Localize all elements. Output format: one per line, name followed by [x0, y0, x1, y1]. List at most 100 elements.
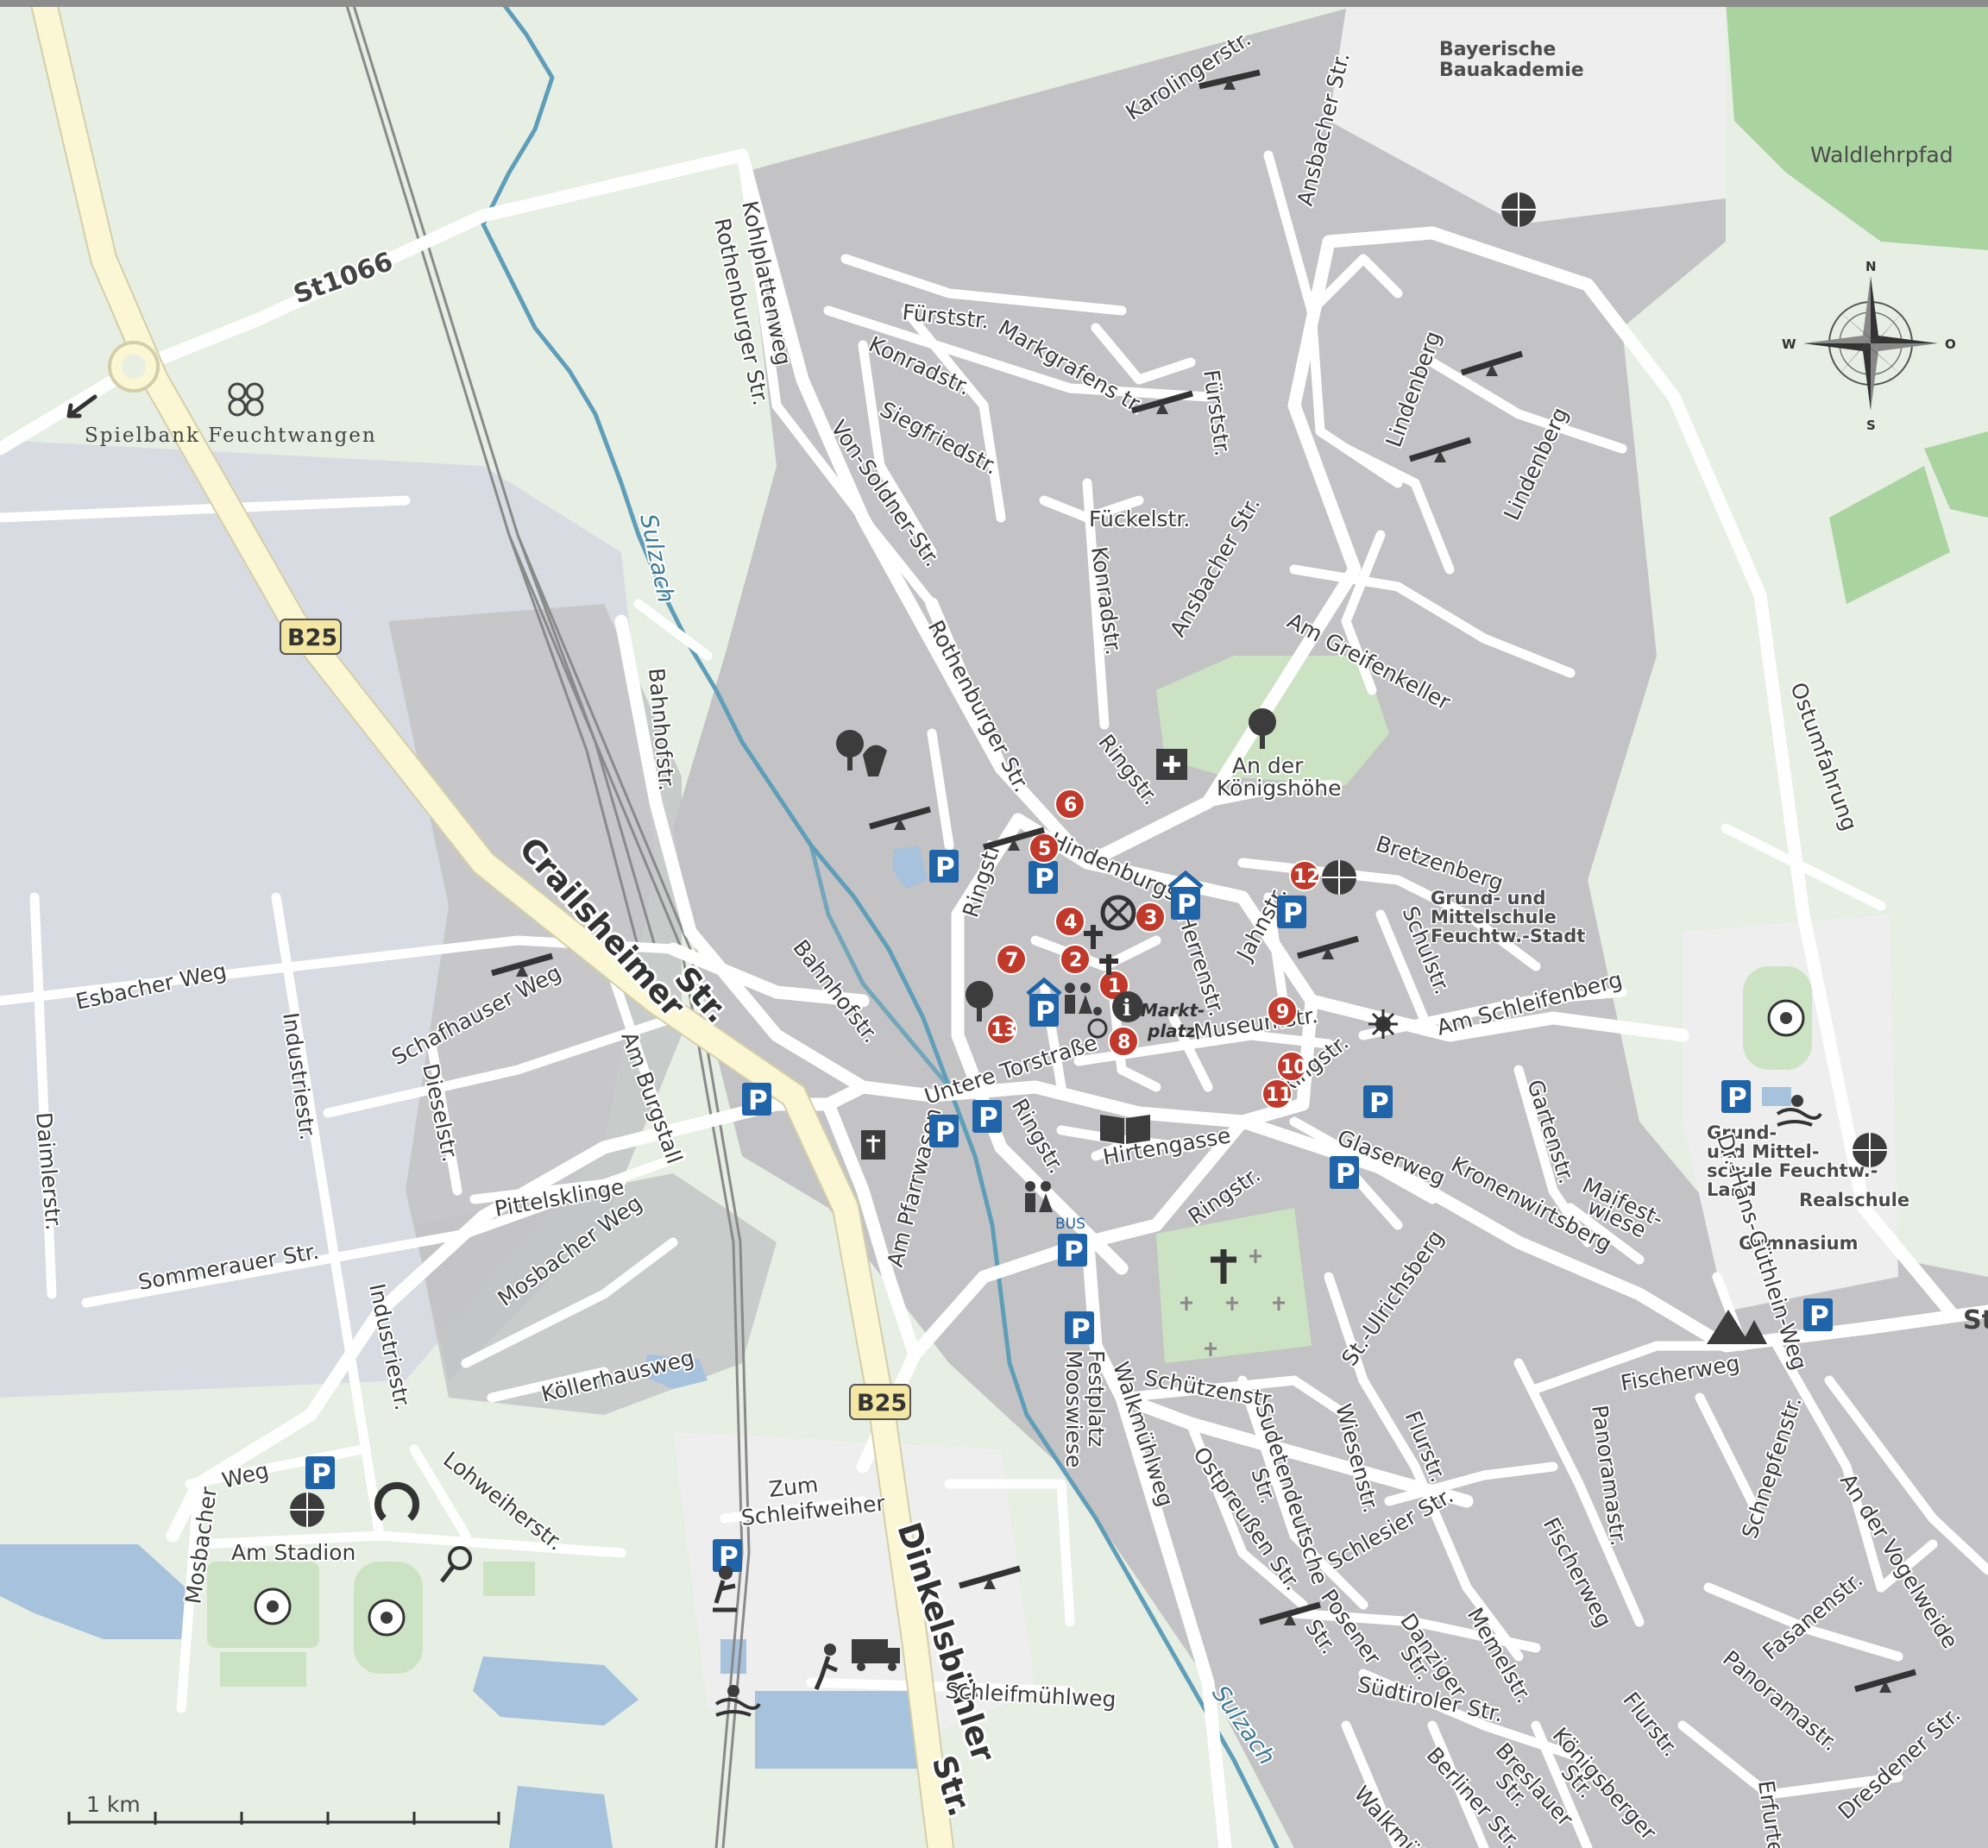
- compass-rose: N S W O: [1782, 259, 1956, 433]
- water-bodies: [0, 845, 1791, 1848]
- label-festplatz-2: Mooswiese: [1061, 1350, 1086, 1468]
- label-bauakademie-1: Bayerische: [1439, 39, 1556, 60]
- label-realschule: Realschule: [1799, 1190, 1909, 1210]
- shield-b25-north: B25: [280, 619, 342, 655]
- covered-parking-roof-icon: [1167, 870, 1204, 889]
- tree-icon: [836, 730, 864, 770]
- svg-text:11: 11: [1266, 1084, 1293, 1106]
- playground-icon: [1460, 350, 1524, 376]
- playground-icon: [1198, 69, 1261, 90]
- svg-text:4: 4: [1064, 912, 1077, 933]
- svg-text:5: 5: [1038, 839, 1051, 860]
- poi-marker[interactable]: 7: [996, 944, 1027, 975]
- swimming-icon: [1776, 1095, 1822, 1127]
- place-labels: Spielbank Feuchtwangen Bayerische Bauaka…: [85, 39, 1953, 1469]
- label-marktplatz-2: platz: [1147, 1021, 1196, 1041]
- svg-text:P: P: [1064, 1236, 1084, 1267]
- svg-text:P: P: [1809, 1301, 1829, 1332]
- playground-icon: [983, 827, 1045, 851]
- svg-text:8: 8: [1117, 1032, 1130, 1053]
- street-zum-schleifweiher-1: Zum: [768, 1472, 820, 1502]
- poi-marker[interactable]: 12: [1289, 860, 1320, 891]
- label-school-stadt-1: Grund- und: [1431, 888, 1546, 908]
- label-school-land-3: schule Feuchtw.-: [1707, 1160, 1878, 1181]
- label-school-land-4: Land: [1707, 1179, 1757, 1200]
- accessible-icon: [1087, 1007, 1108, 1039]
- parking-icon: P: [1277, 896, 1306, 929]
- walker-icon: [814, 1644, 838, 1690]
- poi-marker[interactable]: 13: [986, 1014, 1017, 1045]
- poi-marker[interactable]: 1: [1098, 970, 1129, 1001]
- compass-east: O: [1945, 336, 1956, 352]
- soccer-ball-icon: [368, 1599, 406, 1637]
- svg-text:B25: B25: [287, 625, 337, 651]
- svg-text:P: P: [1071, 1314, 1091, 1345]
- svg-text:10: 10: [1280, 1057, 1307, 1078]
- svg-text:1: 1: [1108, 976, 1121, 997]
- label-bauakademie-2: Bauakademie: [1439, 60, 1584, 81]
- playground-icon: [1854, 1669, 1916, 1693]
- poi-marker[interactable]: 3: [1135, 902, 1166, 933]
- svg-text:P: P: [1727, 1083, 1747, 1114]
- memorial-icon: [863, 745, 887, 776]
- covered-parking-roof-icon: [1026, 977, 1062, 996]
- map-symbols: i: [228, 69, 1916, 1717]
- toilet-icon: [1025, 1181, 1053, 1212]
- svg-text:P: P: [935, 1117, 955, 1148]
- label-school-land-1: Grund-: [1707, 1122, 1777, 1143]
- map-top-border: [0, 0, 1988, 7]
- parking-icon: P: [1330, 1156, 1359, 1190]
- parking-icon: P: [305, 1456, 335, 1490]
- grave-cross-icon: [1180, 1297, 1192, 1311]
- label-marktplatz-1: Markt-: [1141, 1000, 1205, 1021]
- poi-marker[interactable]: 4: [1054, 906, 1085, 937]
- soccer-ball-icon: [254, 1587, 292, 1625]
- poi-marker[interactable]: 10: [1276, 1051, 1307, 1082]
- label-festplatz-1: Festplatz: [1084, 1350, 1109, 1447]
- parking-icon: P: [1171, 887, 1200, 921]
- playground-icon: [959, 1565, 1021, 1589]
- grave-cross-icon: [1205, 1342, 1217, 1356]
- svg-text:9: 9: [1276, 1002, 1289, 1023]
- soccer-ball-icon: [1767, 999, 1805, 1037]
- playground-icon: [1131, 390, 1193, 414]
- poi-marker[interactable]: 5: [1029, 833, 1060, 864]
- river-sulzach: [481, 0, 1280, 1848]
- church-cross-icon: [1099, 954, 1118, 975]
- compass-west: W: [1782, 336, 1796, 352]
- svg-text:13: 13: [991, 1020, 1017, 1041]
- playground-icon: [1408, 437, 1472, 462]
- scale-bar: 1 km: [67, 1792, 500, 1825]
- basketball-icon: [1322, 860, 1356, 895]
- poi-marker[interactable]: 9: [1267, 996, 1298, 1027]
- compass-north: N: [1865, 259, 1877, 274]
- street-am-stadion: Am Stadion: [231, 1540, 355, 1565]
- toilet-icon: [1065, 983, 1092, 1014]
- label-waldlehrpfad: Waldlehrpfad: [1810, 142, 1953, 167]
- poi-marker[interactable]: 8: [1108, 1026, 1139, 1057]
- label-school-stadt-2: Mittelschule: [1431, 907, 1557, 927]
- parking-icon: P: [1803, 1298, 1833, 1332]
- main-roads: [0, 148, 1988, 1848]
- basketball-icon: [290, 1493, 324, 1527]
- svg-text:P: P: [1177, 889, 1197, 921]
- direction-arrow-icon: [66, 394, 98, 418]
- poi-marker[interactable]: 6: [1054, 789, 1085, 820]
- poi-marker[interactable]: 2: [1060, 944, 1091, 975]
- skateboard-icon: [713, 1566, 737, 1612]
- poi-marker[interactable]: 11: [1261, 1078, 1293, 1109]
- horseshoe-icon: [374, 1481, 419, 1521]
- svg-text:P: P: [1369, 1088, 1389, 1119]
- label-spielbank: Spielbank Feuchtwangen: [85, 424, 377, 447]
- tennis-icon: [440, 1546, 472, 1583]
- label-school-land-2: und Mittel-: [1707, 1141, 1820, 1162]
- playground-icon: [1259, 1601, 1321, 1625]
- truck-icon: [852, 1639, 900, 1671]
- svg-text:12: 12: [1293, 866, 1320, 888]
- parking-icon: P: [1363, 1085, 1393, 1119]
- parking-icon: P: [972, 1100, 1002, 1134]
- church-cross-icon: [1084, 925, 1103, 949]
- svg-text:P: P: [935, 852, 955, 883]
- svg-text:6: 6: [1064, 795, 1077, 816]
